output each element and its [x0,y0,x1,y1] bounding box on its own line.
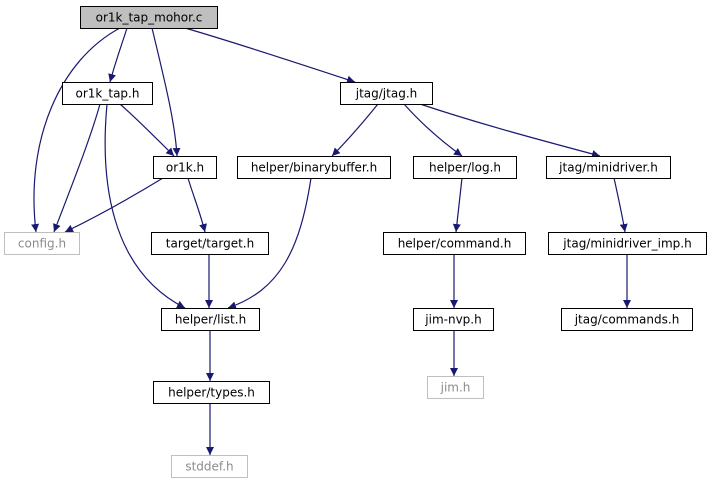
node-log[interactable]: helper/log.h [413,156,517,179]
node-config: config.h [4,232,80,255]
node-box-commands [561,308,693,331]
node-box-log [413,156,517,179]
node-label-commands: jtag/commands.h [574,313,680,327]
node-commands[interactable]: jtag/commands.h [561,308,693,331]
node-box-jtag [340,82,433,105]
node-label-binarybuffer: helper/binarybuffer.h [251,161,377,175]
node-box-or1k [153,156,217,179]
node-label-log: helper/log.h [429,161,501,175]
node-box-or1k_tap [62,82,153,105]
edge-binarybuffer-to-list [227,177,312,310]
node-box-binarybuffer [237,156,391,179]
node-label-minidriver: jtag/minidriver.h [558,161,658,175]
node-binarybuffer[interactable]: helper/binarybuffer.h [237,156,391,179]
edge-jtag-to-binarybuffer [331,103,379,157]
node-label-types: helper/types.h [168,386,255,400]
node-minidriver_imp[interactable]: jtag/minidriver_imp.h [548,232,707,255]
node-jtag[interactable]: jtag/jtag.h [340,82,433,105]
node-box-minidriver [546,156,671,179]
edge-or1k-to-config [64,177,164,233]
node-label-or1k: or1k.h [166,161,204,175]
node-jim: jim.h [427,376,484,399]
edge-or1k_tap-to-or1k [119,103,175,157]
edge-root-to-or1k [151,27,181,157]
edge-root-to-or1k_tap [108,27,128,83]
edge-root-to-jtag [184,27,356,84]
edge-or1k_tap-to-config [53,103,101,233]
edge-or1k-to-target [187,177,207,233]
node-box-config [4,232,80,255]
edge-jtag-to-minidriver [419,103,601,158]
node-or1k[interactable]: or1k.h [153,156,217,179]
node-types[interactable]: helper/types.h [153,381,270,404]
node-label-target: target/target.h [166,237,254,251]
node-target[interactable]: target/target.h [151,232,269,255]
node-label-list: helper/list.h [175,313,246,327]
node-root[interactable]: or1k_tap_mohor.c [80,6,218,29]
node-box-list [161,308,260,331]
node-stddef: stddef.h [171,455,248,478]
node-label-jtag: jtag/jtag.h [355,87,417,101]
node-box-jimnvp [413,308,494,331]
edges [31,27,631,455]
node-box-root [80,6,218,29]
node-box-target [151,232,269,255]
node-box-minidriver_imp [548,232,707,255]
node-label-root: or1k_tap_mohor.c [96,11,203,25]
edge-jtag-to-log [403,103,463,157]
edge-log-to-command [452,177,463,233]
nodes: or1k_tap_mohor.c or1k_tap.h jtag/jtag.h or1… [4,6,707,478]
node-label-command: helper/command.h [398,237,512,251]
node-jimnvp[interactable]: jim-nvp.h [413,308,494,331]
node-box-command [383,232,526,255]
node-box-jim [427,376,484,399]
edge-minidriver-to-minidriver_imp [613,177,628,233]
node-label-stddef: stddef.h [185,460,233,474]
node-minidriver[interactable]: jtag/minidriver.h [546,156,671,179]
node-label-config: config.h [18,237,66,251]
node-label-or1k_tap: or1k_tap.h [76,87,140,101]
node-list[interactable]: helper/list.h [161,308,260,331]
node-label-jimnvp: jim-nvp.h [424,313,481,327]
edge-root-to-config [31,27,121,233]
node-box-stddef [171,455,248,478]
node-command[interactable]: helper/command.h [383,232,526,255]
node-box-types [153,381,270,404]
edge-or1k_tap-to-list [104,103,186,309]
node-label-minidriver_imp: jtag/minidriver_imp.h [562,237,691,251]
node-or1k_tap[interactable]: or1k_tap.h [62,82,153,105]
node-label-jim: jim.h [440,381,471,395]
